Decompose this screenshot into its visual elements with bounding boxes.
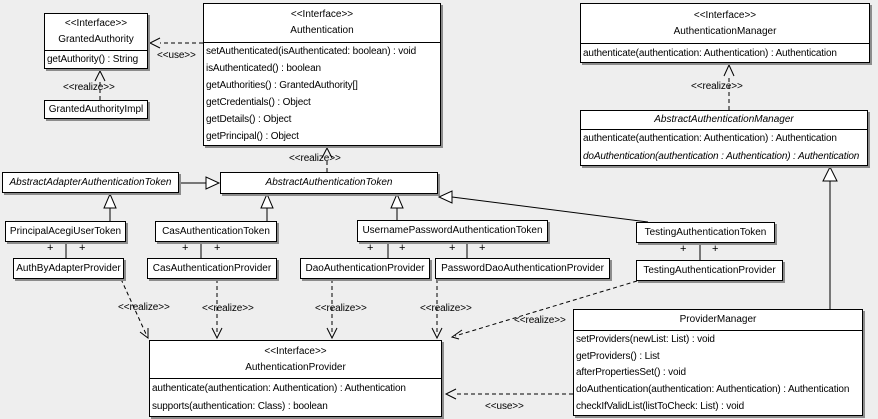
class-provider-manager[interactable]: ProviderManager setProviders(newList: Li… [573, 309, 863, 416]
method-signature: setProviders(newList: List) : void [576, 333, 715, 345]
realize-edge-dao-provider[interactable] [326, 279, 338, 340]
method-signature: getDetails() : Object [206, 114, 292, 125]
multiplicity-label: + [479, 242, 486, 254]
realize-edge-passworddao-provider[interactable] [431, 279, 443, 340]
class-name: AuthenticationManager [673, 25, 777, 37]
method-signature: getAuthorities() : GrantedAuthority[] [206, 80, 358, 91]
generalization-edge-principal-to-adapter-token[interactable] [103, 192, 117, 221]
generalization-edge-provider-manager-to-abstract-manager[interactable] [822, 165, 838, 309]
class-abstract-adapter-authentication-token[interactable]: AbstractAdapterAuthenticationToken [2, 172, 179, 193]
class-auth-by-adapter-provider[interactable]: AuthByAdapterProvider [13, 258, 124, 279]
multiplicity-label: + [399, 242, 406, 254]
class-name: UsernamePasswordAuthenticationToken [362, 225, 543, 236]
realize-label: <<realize>> [118, 302, 170, 313]
class-name: AbstractAdapterAuthenticationToken [9, 176, 172, 188]
class-username-password-authentication-token[interactable]: UsernamePasswordAuthenticationToken [357, 220, 548, 242]
class-name: TestingAuthenticationToken [644, 226, 767, 238]
class-abstract-authentication-manager[interactable]: AbstractAuthenticationManager authentica… [580, 110, 868, 166]
realize-edge-abstract-token-authentication[interactable] [321, 146, 333, 172]
use-edge-authentication-grantedauthority[interactable] [148, 37, 203, 49]
class-name: CasAuthenticationToken [162, 225, 270, 237]
class-name: PasswordDaoAuthenticationProvider [441, 262, 604, 274]
multiplicity-label: + [680, 243, 687, 255]
class-cas-authentication-provider[interactable]: CasAuthenticationProvider [147, 258, 277, 279]
stereotype-label: <<Interface>> [64, 18, 128, 29]
stereotype-label: <<Interface>> [264, 345, 327, 357]
multiplicity-label: + [47, 242, 54, 254]
method-signature: afterPropertiesSet() : void [576, 367, 686, 379]
class-authentication-manager[interactable]: <<Interface>> AuthenticationManager auth… [580, 3, 870, 63]
multiplicity-label: + [214, 242, 221, 254]
stereotype-label: <<Interface>> [693, 9, 757, 21]
multiplicity-label: + [367, 242, 374, 254]
class-name: GrantedAuthorityImpl [48, 103, 144, 115]
realize-label: <<realize>> [289, 153, 341, 164]
method-signature: isAuthenticated() : boolean [206, 63, 321, 74]
class-name: TestingAuthenticationProvider [643, 264, 776, 276]
class-name: AbstractAuthenticationManager [654, 114, 794, 125]
class-authentication-provider[interactable]: <<Interface>> AuthenticationProvider aut… [149, 340, 442, 417]
class-dao-authentication-provider[interactable]: DaoAuthenticationProvider [300, 258, 430, 279]
realize-edge-authbyadapter-provider[interactable] [120, 278, 149, 339]
class-testing-authentication-token[interactable]: TestingAuthenticationToken [636, 222, 775, 243]
method-signature: getAuthority() : String [47, 54, 139, 65]
method-signature: checkIfValidList(listToCheck: List) : vo… [576, 401, 745, 413]
realize-edge-grantedauthorityimpl[interactable] [94, 69, 106, 100]
class-testing-authentication-provider[interactable]: TestingAuthenticationProvider [636, 260, 783, 281]
generalization-edge-cas-token-to-abstract-token[interactable] [260, 192, 274, 221]
realize-label: <<realize>> [315, 303, 367, 314]
generalization-edge-testing-token-to-abstract-token[interactable] [437, 190, 649, 223]
class-granted-authority[interactable]: <<Interface>> GrantedAuthority getAuthor… [44, 13, 148, 69]
class-name: AbstractAuthenticationToken [265, 177, 393, 188]
multiplicity-label: + [182, 242, 189, 254]
class-name: PrincipalAcegiUserToken [9, 225, 122, 237]
realize-label: <<realize>> [63, 82, 115, 93]
realize-edge-cas-provider[interactable] [211, 279, 223, 340]
class-name: GrantedAuthority [58, 34, 134, 45]
realize-label: <<realize>> [514, 315, 566, 326]
method-signature: setAuthenticated(isAuthenticated: boolea… [206, 46, 417, 57]
class-authentication[interactable]: <<Interface>> Authentication setAuthenti… [203, 3, 441, 146]
realize-label: <<realize>> [202, 303, 254, 314]
multiplicity-label: + [449, 242, 456, 254]
multiplicity-label: + [79, 242, 86, 254]
realize-label: <<realize>> [691, 81, 743, 92]
class-password-dao-authentication-provider[interactable]: PasswordDaoAuthenticationProvider [435, 258, 610, 279]
method-signature: authenticate(authentication: Authenticat… [152, 382, 406, 394]
use-label: <<use>> [485, 401, 524, 412]
generalization-edge-adapter-token-to-abstract-token[interactable] [179, 176, 221, 190]
stereotype-label: <<Interface>> [290, 9, 354, 20]
use-edge-providermanager-authprovider[interactable] [444, 388, 573, 400]
class-cas-authentication-token[interactable]: CasAuthenticationToken [155, 221, 277, 242]
class-name: Authentication [290, 25, 354, 36]
realize-label: <<realize>> [420, 303, 472, 314]
method-signature: getProviders() : List [576, 350, 660, 362]
class-abstract-authentication-token[interactable]: AbstractAuthenticationToken [220, 172, 438, 194]
class-granted-authority-impl[interactable]: GrantedAuthorityImpl [44, 100, 148, 119]
use-label: <<use>> [157, 50, 196, 61]
class-name: AuthenticationProvider [245, 361, 346, 373]
class-name: CasAuthenticationProvider [152, 262, 272, 274]
realize-edge-abstract-manager-authmanager[interactable] [723, 63, 735, 110]
generalization-edge-upat-to-abstract-token[interactable] [390, 192, 404, 220]
multiplicity-label: + [712, 243, 719, 255]
method-signature: doAuthentication(authentication: Authent… [576, 384, 850, 396]
class-name: AuthByAdapterProvider [16, 262, 121, 274]
method-signature: authenticate(authentication: Authenticat… [583, 47, 837, 59]
method-signature: getPrincipal() : Object [206, 131, 299, 142]
method-signature: getCredentials() : Object [206, 97, 311, 108]
realize-edge-testing-provider[interactable] [450, 280, 638, 340]
class-name: DaoAuthenticationProvider [305, 262, 425, 274]
method-signature: doAuthentication(authentication : Authen… [583, 150, 860, 162]
method-signature: authenticate(authentication: Authenticat… [583, 133, 837, 145]
method-signature: supports(authentication: Class) : boolea… [152, 401, 328, 413]
class-name: ProviderManager [679, 314, 757, 325]
class-principal-acegi-user-token[interactable]: PrincipalAcegiUserToken [5, 221, 126, 242]
